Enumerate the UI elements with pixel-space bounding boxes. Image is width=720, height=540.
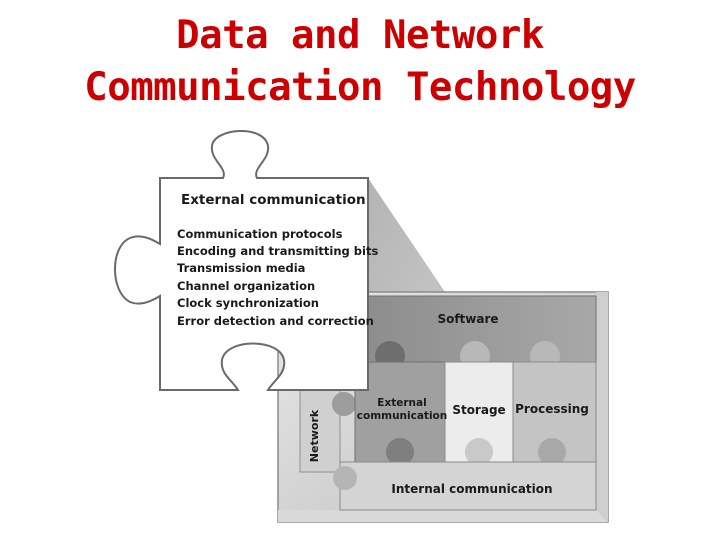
software-piece	[340, 296, 596, 371]
callout-heading: External communication	[181, 192, 366, 208]
callout-item: Communication protocols	[177, 227, 343, 241]
label-software: Software	[437, 312, 498, 326]
callout-item: Channel organization	[177, 279, 315, 293]
label-external-line-1: External	[377, 397, 426, 409]
label-processing: Processing	[515, 402, 589, 416]
label-storage: Storage	[452, 403, 505, 417]
callout-piece: External communication Communication pro…	[115, 131, 378, 390]
label-network: Network	[308, 409, 321, 462]
label-internal-communication: Internal communication	[391, 482, 552, 496]
callout-item: Clock synchronization	[177, 296, 319, 310]
label-external-line-2: communication	[357, 410, 448, 422]
callout-item: Encoding and transmitting bits	[177, 244, 378, 258]
callout-item: Transmission media	[177, 261, 305, 275]
callout-item: Error detection and correction	[177, 314, 374, 328]
